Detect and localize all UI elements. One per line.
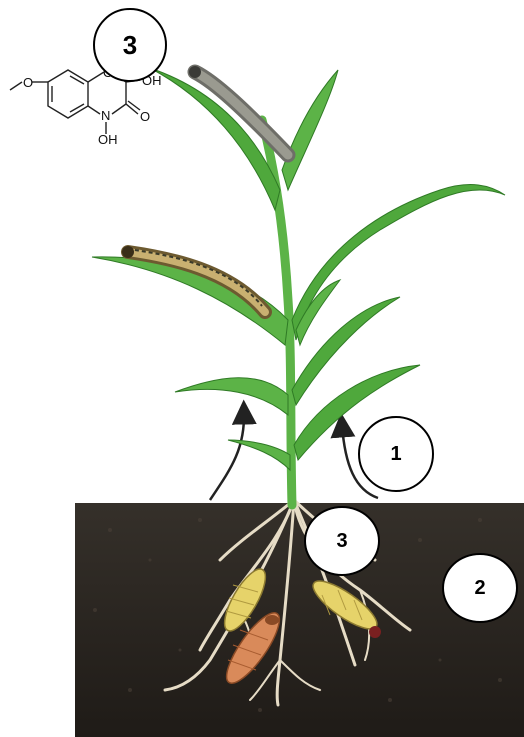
atom-o-methoxy: O <box>23 75 33 90</box>
leaf-low-left <box>175 378 288 415</box>
badge-leaf-defense-label: 3 <box>123 30 137 61</box>
badge-root-defense-label: 3 <box>336 530 347 553</box>
leaf-mid-right <box>292 185 505 340</box>
leaf-top-right <box>282 70 338 190</box>
badge-leaf-defense: 3 <box>93 8 167 82</box>
atom-o-carbonyl: O <box>140 109 150 124</box>
badge-emission-label: 1 <box>390 443 401 466</box>
leaves <box>92 68 505 470</box>
badge-soil: 2 <box>442 553 518 623</box>
atom-n-ring: N <box>101 108 110 123</box>
emission-arrow-left <box>210 412 244 500</box>
badge-root-defense: 3 <box>304 506 380 576</box>
atom-n-oh: OH <box>98 132 118 147</box>
soil <box>75 503 524 737</box>
badge-soil-label: 2 <box>474 577 485 600</box>
badge-emission: 1 <box>358 416 434 492</box>
